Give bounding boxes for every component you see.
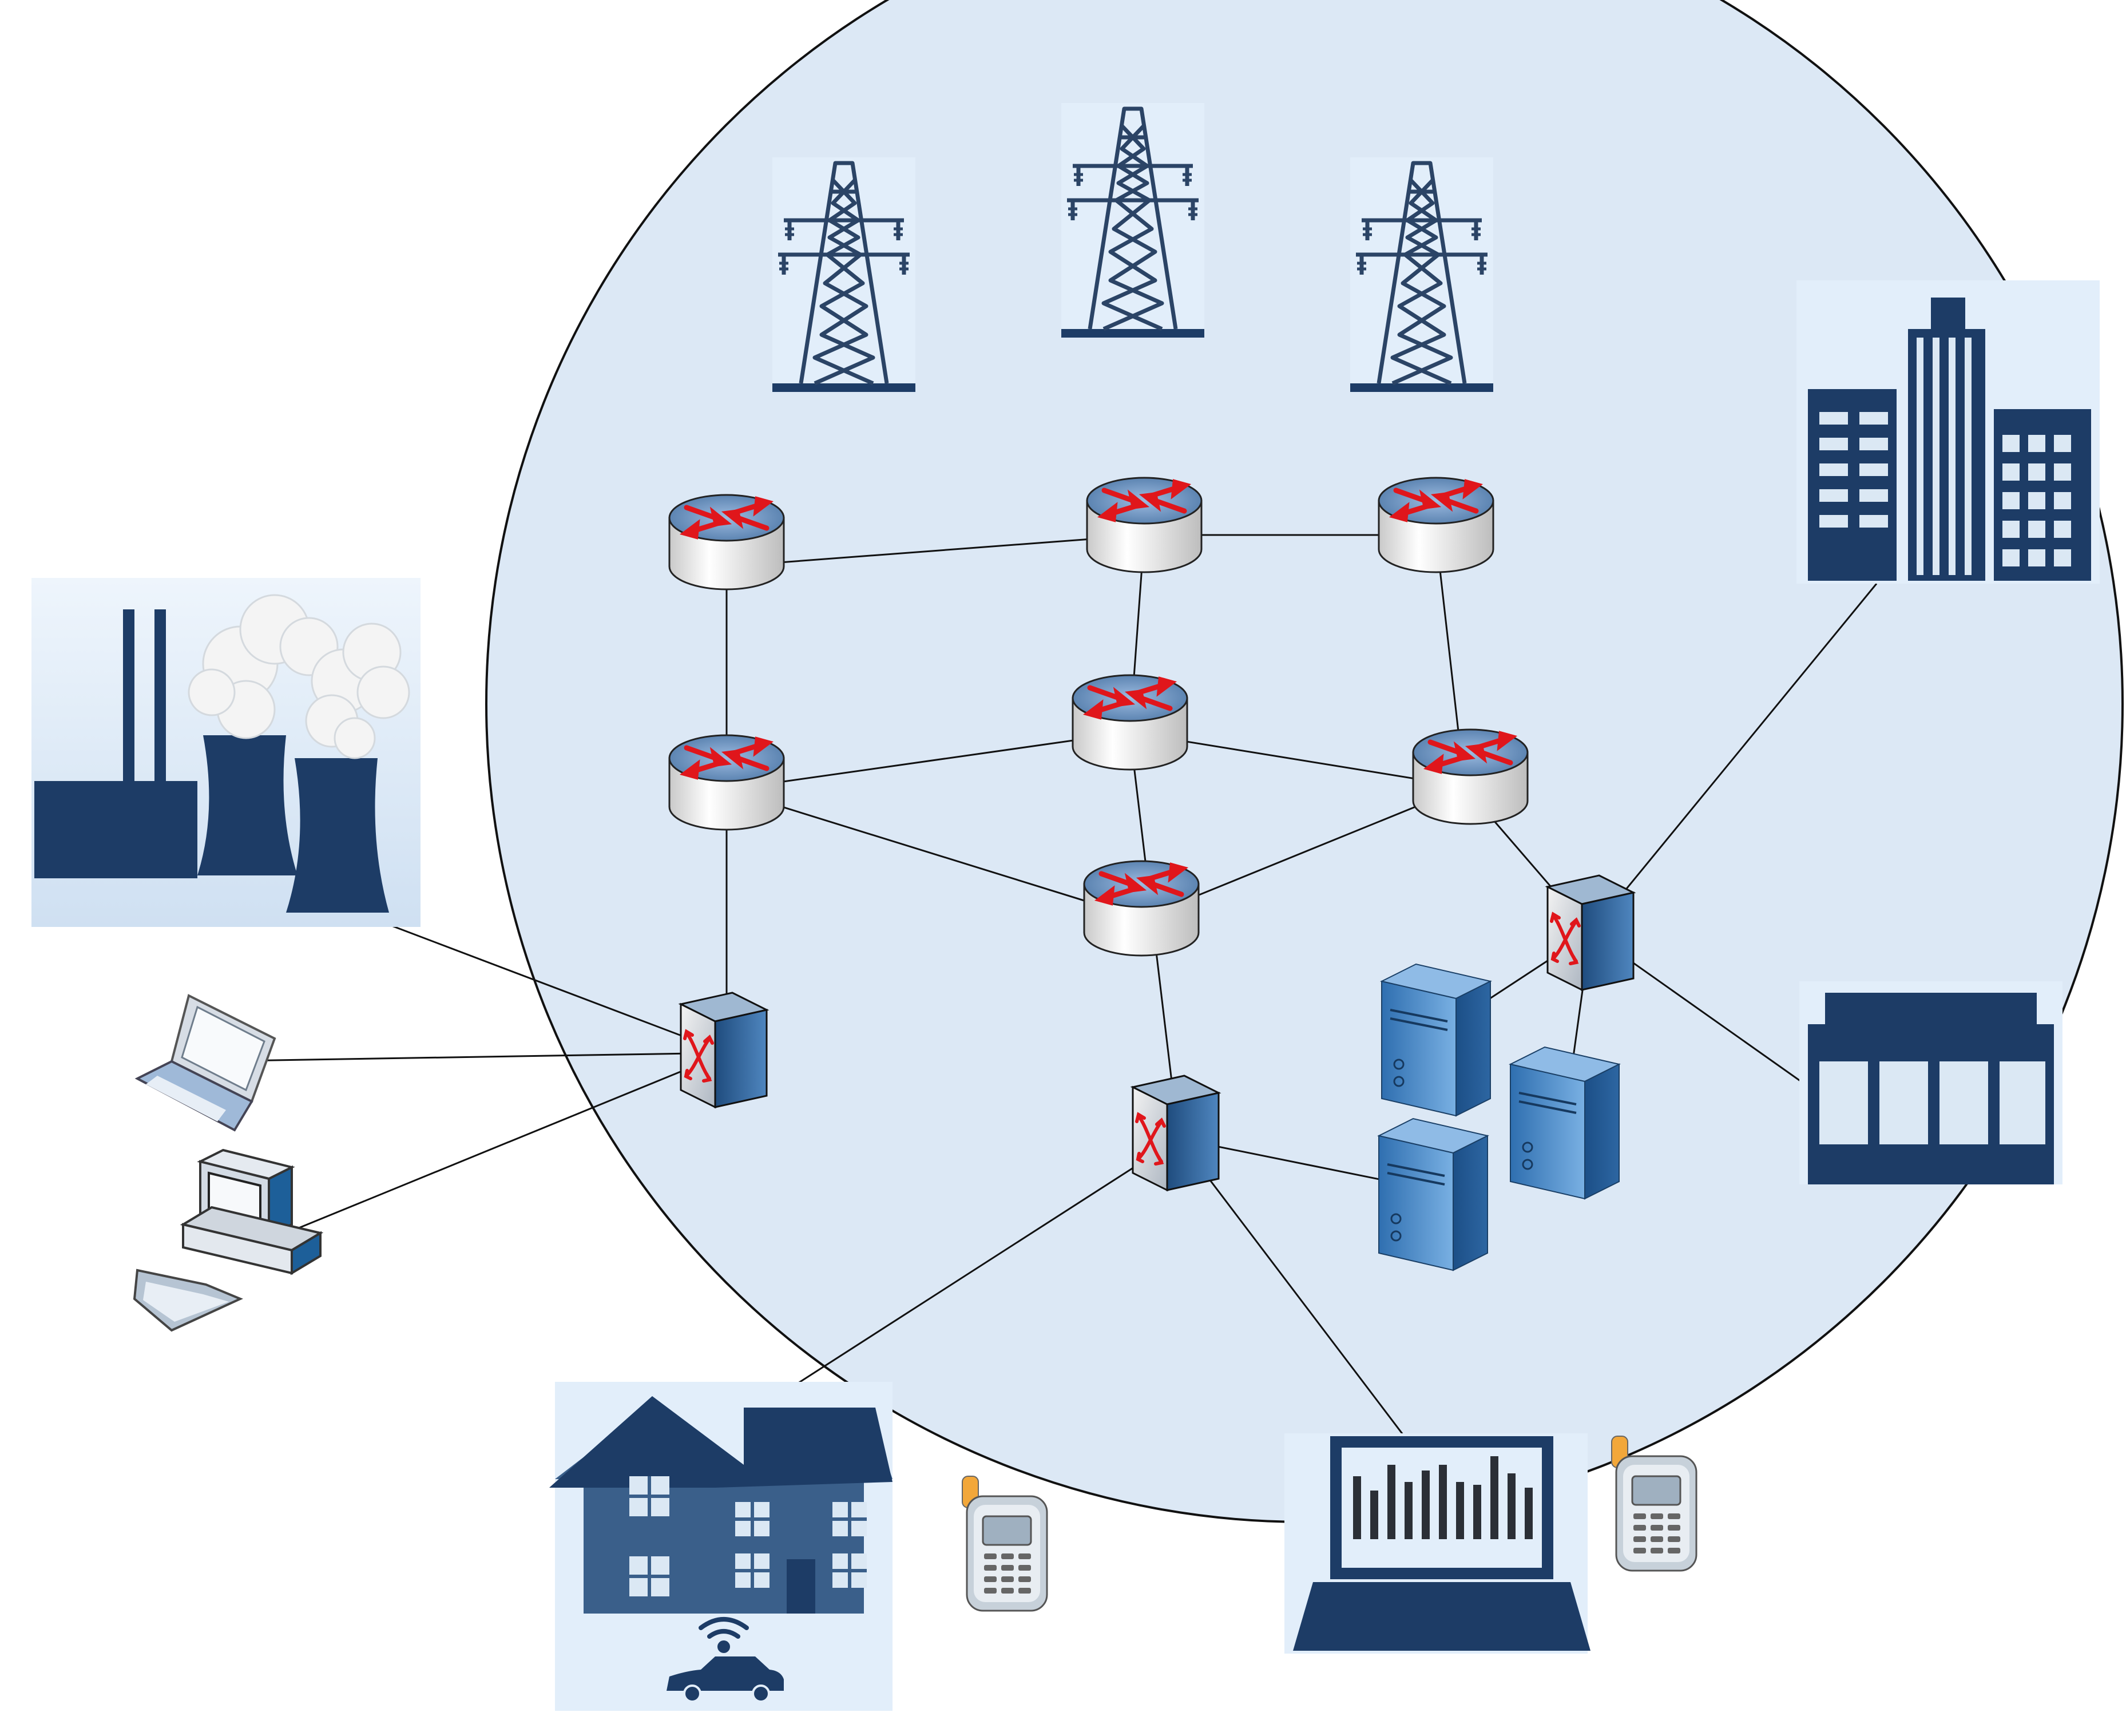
laptop-icon (134, 994, 276, 1132)
router-icon (1087, 478, 1201, 572)
power-plant-icon (31, 578, 421, 927)
electric-car-icon (667, 1656, 784, 1703)
analytics-laptop-icon (1284, 1433, 1590, 1654)
transmission-tower-icon (772, 157, 915, 392)
house-icon (549, 1382, 893, 1711)
server-icon (1509, 1046, 1620, 1200)
factory-icon (1799, 981, 2062, 1184)
router-icon (669, 735, 784, 830)
transmission-tower-icon (1350, 157, 1493, 392)
wifi-icon (699, 1617, 749, 1653)
router-icon (1413, 730, 1528, 824)
bar-graph-icon (1353, 1456, 1533, 1539)
switch-icon (1548, 875, 1633, 990)
mobile-phone-icon (1611, 1435, 1697, 1572)
desktop-computer-icon (133, 1148, 324, 1332)
router-icon (1073, 675, 1187, 770)
router-icon (1379, 478, 1493, 572)
switch-icon (681, 993, 767, 1107)
switch-icon (1133, 1076, 1219, 1190)
server-icon (1381, 963, 1492, 1117)
server-icon (1378, 1117, 1489, 1271)
router-icon (1084, 861, 1199, 956)
office-buildings-icon (1796, 280, 2100, 584)
router-icon (669, 495, 784, 589)
mobile-phone-icon (961, 1475, 1048, 1612)
transmission-tower-icon (1061, 103, 1204, 338)
